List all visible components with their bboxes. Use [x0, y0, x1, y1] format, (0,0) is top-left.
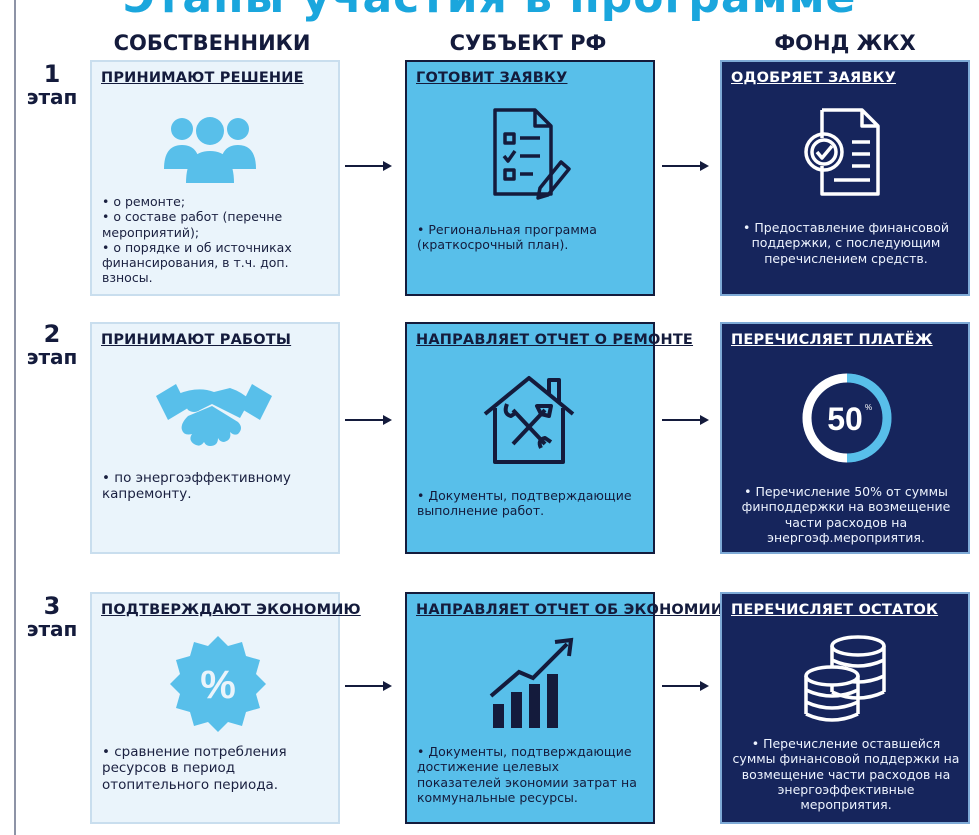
percent-sign: % — [865, 403, 872, 412]
stage-word: этап — [26, 617, 78, 642]
arrow-right-icon — [662, 681, 709, 691]
card-body: • сравнение потребления ресурсов в перио… — [102, 744, 287, 793]
card-title: ПЕРЕЧИСЛЯЕТ ПЛАТЁЖ — [731, 332, 933, 348]
card-body: • Региональная программа (краткосрочный … — [417, 222, 597, 253]
stage-2-owners-card: ПРИНИМАЮТ РАБОТЫ • по энергоэффективному… — [90, 322, 340, 554]
bullet-line: • о порядке и об источниках финансирован… — [102, 239, 292, 286]
handshake-icon — [156, 384, 272, 446]
card-body: • Документы, подтверждающие выполнение р… — [417, 488, 632, 519]
arrow-right-icon — [662, 161, 709, 171]
column-header-owners: СОБСТВЕННИКИ — [113, 31, 311, 55]
approved-document-icon — [804, 108, 880, 196]
stage-number: 3 — [43, 592, 61, 620]
arrow-right-icon — [345, 415, 392, 425]
stage-3-fund-card: ПЕРЕЧИСЛЯЕТ ОСТАТОК • Перечисление остав… — [720, 592, 970, 824]
stage-word: этап — [26, 85, 78, 110]
card-title: ПЕРЕЧИСЛЯЕТ ОСТАТОК — [731, 602, 939, 618]
stage-1-subject-card: ГОТОВИТ ЗАЯВКУ • Региональная программа … — [405, 60, 655, 296]
card-title: ОДОБРЯЕТ ЗАЯВКУ — [731, 70, 897, 86]
card-body: • о ремонте; • о составе работ (перечне … — [102, 194, 330, 286]
stage-3-label: 3 этап — [22, 592, 82, 642]
card-title: ГОТОВИТ ЗАЯВКУ — [416, 70, 568, 86]
arrow-right-icon — [662, 415, 709, 425]
card-title: НАПРАВЛЯЕТ ОТЧЕТ ОБ ЭКОНОМИИ — [416, 602, 724, 618]
coin-stack-icon — [804, 635, 886, 722]
arrow-right-icon — [345, 681, 392, 691]
stage-2-label: 2 этап — [22, 320, 82, 370]
card-title: ПРИНИМАЮТ РЕШЕНИЕ — [101, 70, 304, 86]
checklist-document-icon — [493, 108, 571, 200]
stage-1-fund-card: ОДОБРЯЕТ ЗАЯВКУ • Предоставление финансо… — [720, 60, 970, 296]
stage-number: 1 — [43, 60, 61, 88]
fifty-percent-icon: 50 % — [802, 373, 892, 463]
stage-3-owners-card: ПОДТВЕРЖДАЮТ ЭКОНОМИЮ % • сравнение потр… — [90, 592, 361, 824]
stage-number: 2 — [43, 320, 61, 348]
stage-2-subject-card: НАПРАВЛЯЕТ ОТЧЕТ О РЕМОНТЕ • Документы, … — [405, 322, 694, 554]
stage-2-fund-card: ПЕРЕЧИСЛЯЕТ ПЛАТЁЖ 50 % • Перечисление 5… — [720, 322, 970, 554]
percent-badge-icon: % — [170, 636, 266, 732]
bullet-line: • о ремонте; — [102, 194, 186, 209]
stage-3-subject-card: НАПРАВЛЯЕТ ОТЧЕТ ОБ ЭКОНОМИИ • Документы… — [405, 592, 724, 824]
column-header-subject: СУБЪЕКТ РФ — [449, 31, 607, 55]
growth-chart-icon — [489, 637, 574, 728]
card-body: • Предоставление финансовой поддержки, с… — [743, 220, 949, 266]
card-title: НАПРАВЛЯЕТ ОТЧЕТ О РЕМОНТЕ — [416, 332, 694, 348]
stage-word: этап — [26, 345, 78, 370]
badge-symbol: % — [200, 663, 236, 707]
stage-1-owners-card: ПРИНИМАЮТ РЕШЕНИЕ • о ремонте; • о соста… — [90, 60, 340, 296]
arrow-right-icon — [345, 161, 392, 171]
bullet-line: • о составе работ (перечне мероприятий); — [102, 209, 283, 240]
card-body: • Перечисление 50% от суммы финподдержки… — [741, 484, 951, 545]
card-title: ПРИНИМАЮТ РАБОТЫ — [101, 332, 292, 348]
left-divider-line — [14, 0, 16, 835]
house-tools-icon — [483, 376, 575, 464]
card-body: • Документы, подтверждающие достижение ц… — [417, 744, 637, 805]
card-title: ПОДТВЕРЖДАЮТ ЭКОНОМИЮ — [101, 602, 361, 618]
card-body: • по энергоэффективному капремонту. — [102, 470, 291, 503]
column-header-fund: ФОНД ЖКХ — [774, 31, 916, 55]
people-group-icon — [164, 117, 256, 183]
stage-1-label: 1 этап — [22, 60, 82, 110]
card-body: • Перечисление оставшейся суммы финансов… — [732, 736, 960, 812]
page-title: Этапы участия в программе — [0, 0, 979, 23]
percent-value: 50 — [827, 401, 863, 437]
